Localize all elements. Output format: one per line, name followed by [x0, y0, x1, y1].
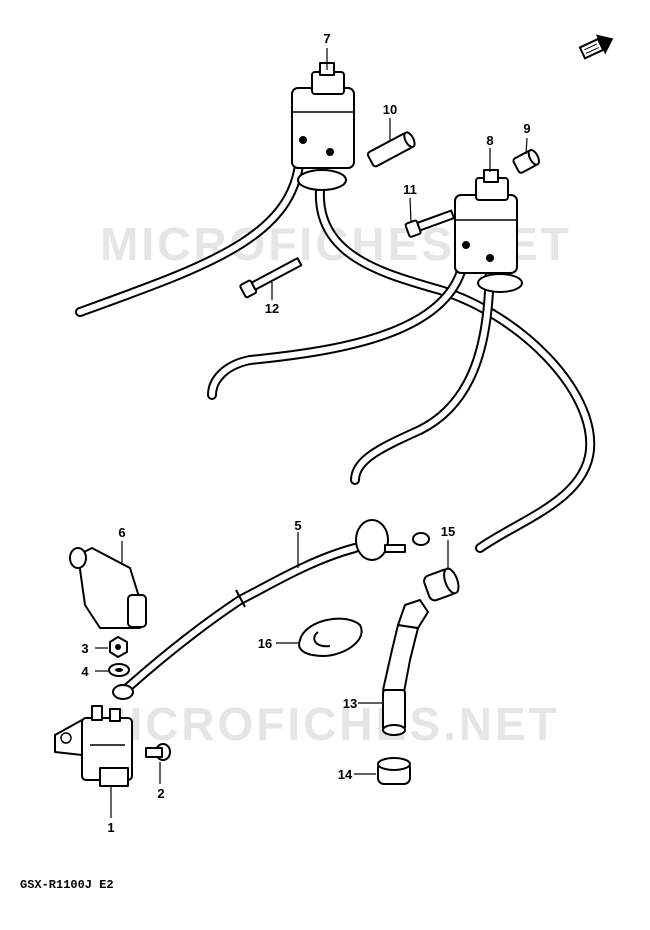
watermark-bottom: MICROFICHES.NET	[88, 698, 560, 750]
front-direction-arrow-icon	[578, 34, 614, 60]
callout-11: 11	[403, 182, 417, 197]
callout-6: 6	[118, 525, 125, 540]
ignition-coil-rear	[454, 169, 523, 293]
callout-8: 8	[486, 133, 493, 148]
grommet	[423, 567, 460, 602]
terminal-cover	[69, 547, 147, 629]
callout-15: 15	[441, 524, 455, 539]
callout-7: 7	[323, 31, 330, 46]
cap-seal	[377, 757, 411, 785]
callout-14: 14	[338, 767, 353, 782]
starter-cable	[112, 519, 430, 700]
ignition-coil-front	[291, 62, 355, 191]
relay-bolt	[145, 743, 171, 761]
washer	[108, 663, 130, 677]
model-label: GSX-R1100J E2	[20, 878, 114, 892]
callout-9: 9	[523, 121, 530, 136]
callout-16: 16	[258, 636, 272, 651]
spacer-9	[512, 148, 540, 174]
nut	[109, 636, 128, 658]
grommet-plate	[298, 617, 363, 657]
leader-lines	[95, 48, 528, 818]
callout-12: 12	[265, 301, 279, 316]
plug-cap	[382, 599, 429, 736]
coil-bolt-11	[404, 209, 455, 238]
coil-bolt-12	[239, 257, 303, 299]
starter-relay	[54, 705, 133, 787]
callout-labels: 1 2 3 4 5 6 7 8 9 10 11 12 13 14 15 16	[81, 31, 530, 835]
callout-3: 3	[81, 641, 88, 656]
callout-13: 13	[343, 696, 357, 711]
callout-5: 5	[294, 518, 301, 533]
callout-2: 2	[157, 786, 164, 801]
high-tension-leads	[75, 145, 596, 553]
callout-10: 10	[383, 102, 397, 117]
callout-1: 1	[107, 820, 114, 835]
spacer-10	[366, 131, 416, 168]
callout-4: 4	[81, 664, 89, 679]
